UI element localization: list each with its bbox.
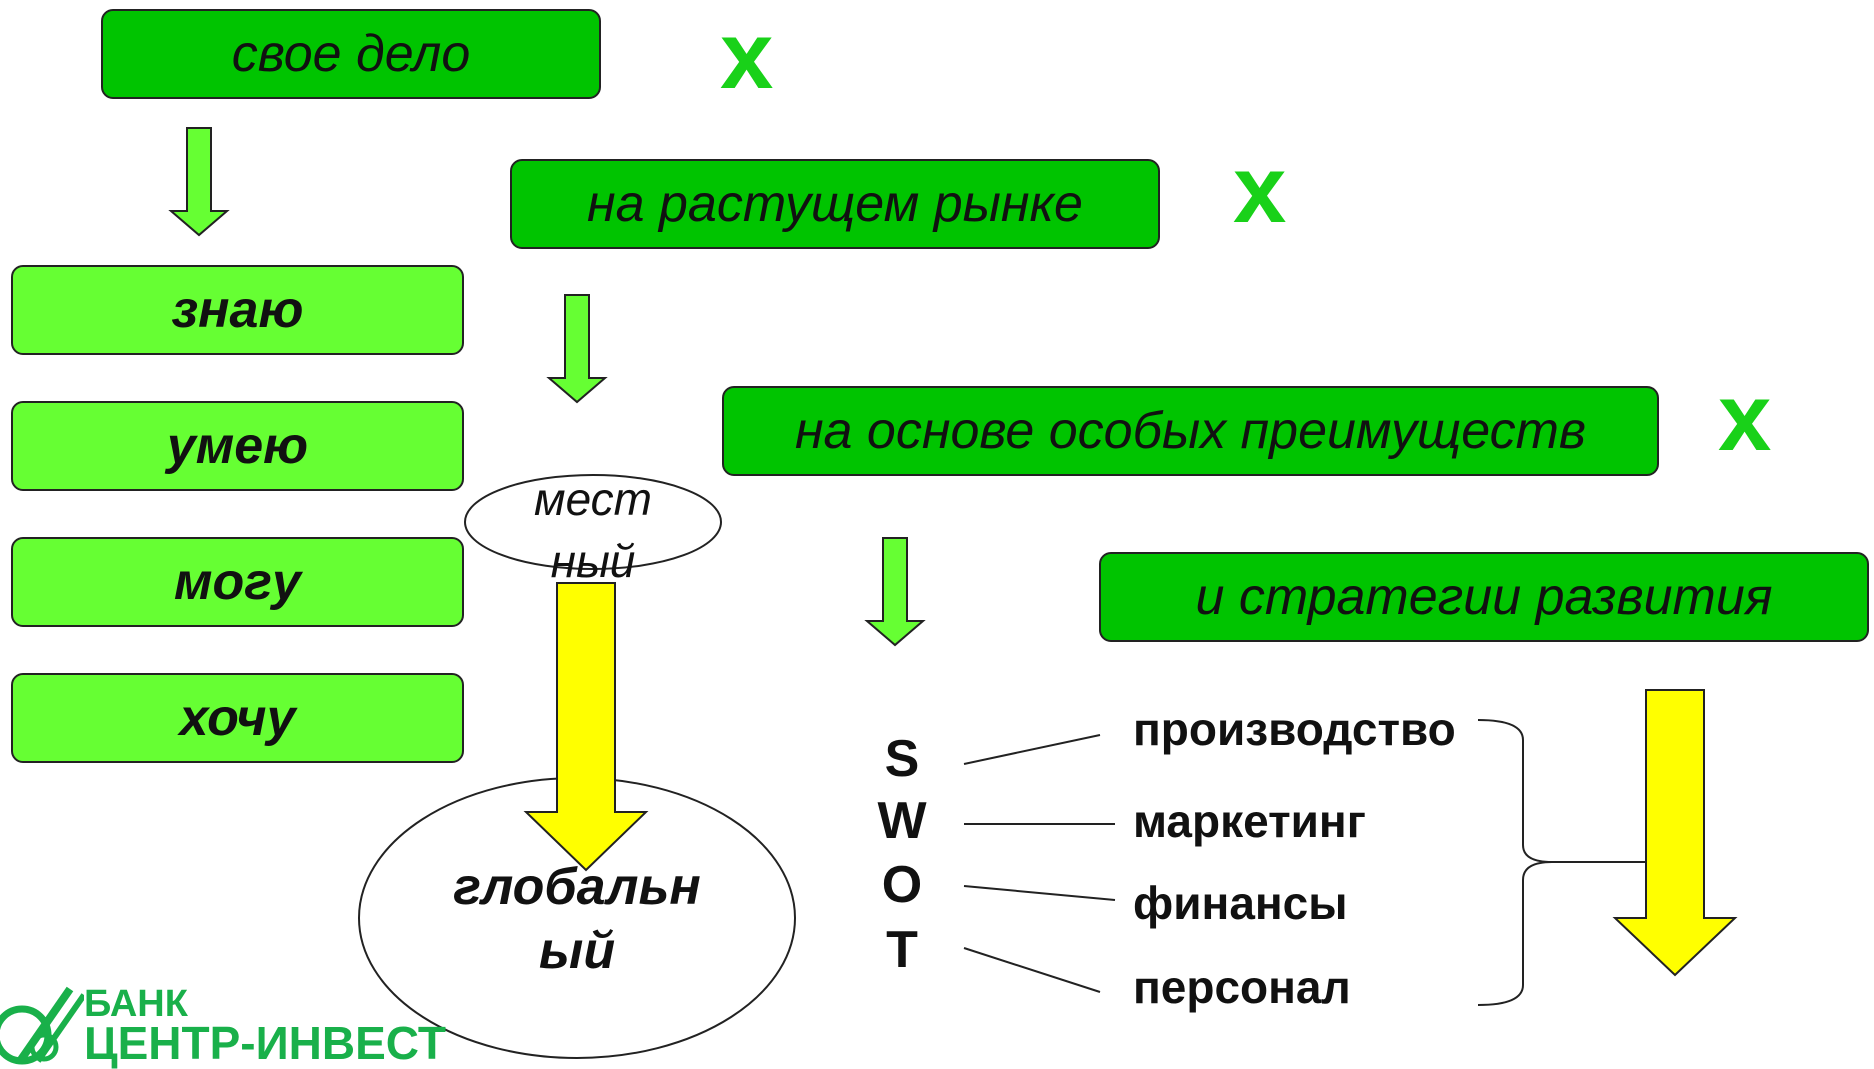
- skill-box-want: хочу: [11, 673, 464, 763]
- skill-box-able: умею: [11, 401, 464, 491]
- skill-box-can: могу: [11, 537, 464, 627]
- bank-logo-icon: [0, 986, 84, 1065]
- logo-line1: БАНК: [84, 983, 188, 1025]
- skill-label: умею: [166, 417, 309, 475]
- multiply-icon: x: [1233, 136, 1287, 243]
- curly-brace: [1477, 719, 1646, 1006]
- global-label-line: ый: [538, 922, 616, 980]
- connector-line: [963, 734, 1101, 765]
- arrow-down-icon: [864, 537, 926, 647]
- box-label: на растущем рынке: [587, 175, 1083, 233]
- local-label: мест ный: [465, 468, 721, 592]
- global-label-line: глобальн: [453, 858, 701, 916]
- box-development-strategy: и стратегии развития: [1099, 552, 1869, 642]
- box-label: и стратегии развития: [1195, 568, 1773, 626]
- multiply-icon: x: [1718, 364, 1772, 471]
- box-growing-market: на растущем рынке: [510, 159, 1160, 249]
- swot-letter: S: [884, 730, 920, 788]
- arrow-down-icon: [546, 294, 608, 404]
- arrow-down-icon: [168, 127, 230, 237]
- logo-line2: ЦЕНТР-ИНВЕСТ: [84, 1017, 446, 1069]
- swot-letter: O: [881, 856, 923, 914]
- area-label: производство: [1133, 703, 1456, 755]
- local-ellipse: [464, 474, 722, 570]
- area-label: персонал: [1133, 961, 1351, 1013]
- arrow-down-icon: [1612, 689, 1738, 977]
- box-own-business: свое дело: [101, 9, 601, 99]
- multiply-icon: x: [720, 2, 774, 109]
- connector-line: [963, 947, 1101, 993]
- global-label: глобальн ый: [420, 855, 734, 983]
- swot-letter: W: [877, 792, 927, 850]
- area-label: финансы: [1133, 877, 1348, 929]
- area-label: маркетинг: [1133, 795, 1366, 847]
- skill-box-know: знаю: [11, 265, 464, 355]
- arrow-down-icon: [523, 582, 649, 872]
- swot-letter: T: [886, 921, 918, 979]
- box-label: на основе особых преимуществ: [794, 402, 1587, 460]
- skill-label: знаю: [171, 281, 304, 339]
- skill-label: хочу: [179, 689, 296, 747]
- box-special-advantages: на основе особых преимуществ: [722, 386, 1659, 476]
- skill-label: могу: [174, 553, 301, 611]
- connector-line: [963, 885, 1116, 901]
- box-label: свое дело: [231, 25, 471, 83]
- local-label-line: мест: [534, 473, 652, 525]
- local-label-line: ный: [550, 535, 636, 587]
